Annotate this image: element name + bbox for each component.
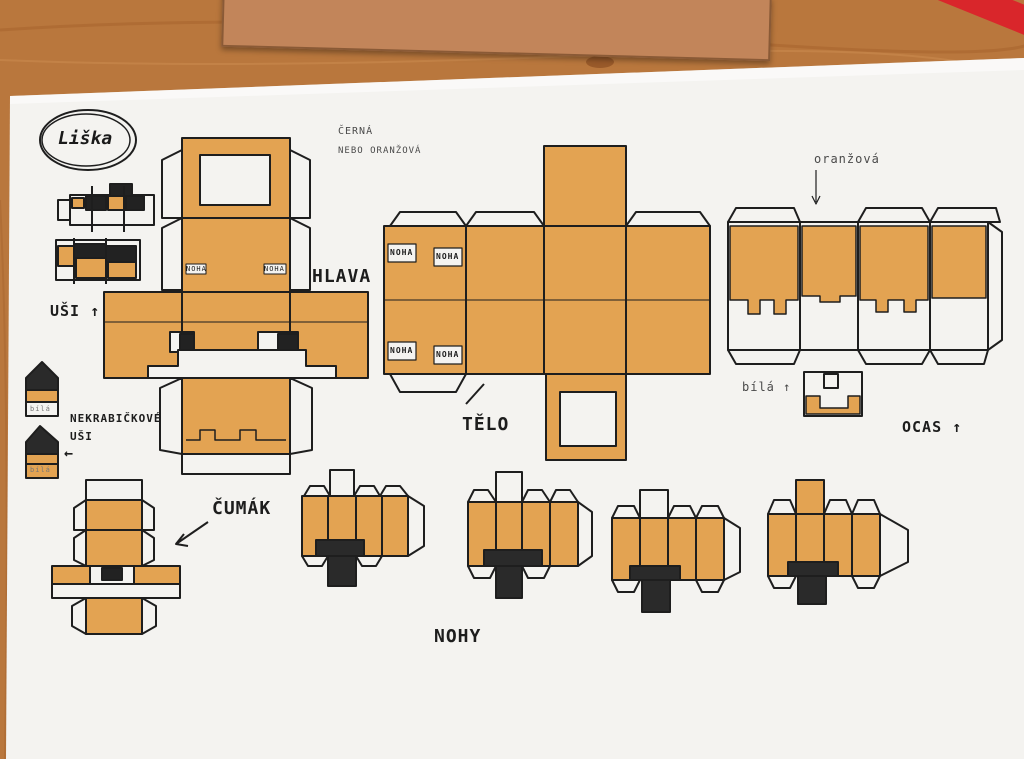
flat-ear-2 bbox=[25, 425, 59, 479]
head-bottom-face bbox=[181, 377, 291, 455]
white-arrow: ↑ bbox=[783, 380, 792, 394]
tail-net bbox=[727, 207, 1003, 417]
title-oval bbox=[39, 109, 137, 171]
snout-net bbox=[51, 479, 181, 635]
flat-ear-1 bbox=[25, 361, 59, 417]
orange-note-label: oranžová bbox=[814, 152, 880, 166]
tail-label-text: OCAS bbox=[902, 418, 943, 436]
flat-ears-label: NEKRABIČKOVÉ bbox=[70, 412, 162, 425]
ear-tag-2: bílá bbox=[30, 466, 51, 474]
body-tag-noha-3: NOHA bbox=[390, 346, 414, 355]
legs-label: NOHY bbox=[434, 626, 482, 647]
white-label: bílá ↑ bbox=[742, 380, 791, 394]
body-arrow-line bbox=[465, 383, 485, 405]
tail-arrow: ↑ bbox=[952, 418, 963, 436]
flat-ears-label-2: UŠI bbox=[70, 430, 93, 443]
head-back-face bbox=[181, 217, 291, 293]
head-top-window bbox=[199, 154, 271, 206]
head-label: HLAVA bbox=[312, 266, 372, 287]
legend-orange: ORANŽOVÁ bbox=[370, 146, 422, 156]
leg-net-3 bbox=[611, 489, 741, 613]
ears-net-1 bbox=[57, 183, 155, 232]
snout-arrow bbox=[175, 521, 209, 545]
head-tag-noha-1: NOHA bbox=[186, 265, 207, 273]
head-net bbox=[103, 137, 369, 475]
flat-ears-arrow: ← bbox=[64, 444, 75, 462]
body-label: TĚLO bbox=[462, 414, 510, 435]
body-net bbox=[383, 145, 711, 461]
white-label-text: bílá bbox=[742, 380, 775, 394]
ears-arrow: ↑ bbox=[90, 302, 101, 320]
leg-net-4 bbox=[767, 479, 909, 605]
head-tag-noha-2: NOHA bbox=[264, 265, 285, 273]
ears-label: UŠI ↑ bbox=[50, 302, 100, 320]
leg-net-1 bbox=[301, 469, 425, 587]
body-tag-noha-4: NOHA bbox=[436, 350, 460, 359]
ears-net-2 bbox=[55, 238, 141, 284]
body-tag-noha-2: NOHA bbox=[436, 252, 460, 261]
snout-label: ČUMÁK bbox=[212, 498, 272, 519]
body-bottom-window bbox=[559, 391, 617, 447]
body-tag-noha-1: NOHA bbox=[390, 248, 414, 257]
ears-label-text: UŠI bbox=[50, 302, 81, 320]
legend-prefix: NEBO bbox=[338, 146, 364, 156]
title-label: Liška bbox=[58, 128, 113, 149]
legend-black: ČERNÁ bbox=[338, 126, 374, 137]
leg-net-2 bbox=[467, 471, 593, 599]
tail-label: OCAS ↑ bbox=[902, 418, 962, 436]
legend-orange-row: NEBO ORANŽOVÁ bbox=[338, 146, 421, 156]
ear-tag-1: bílá bbox=[30, 405, 51, 413]
